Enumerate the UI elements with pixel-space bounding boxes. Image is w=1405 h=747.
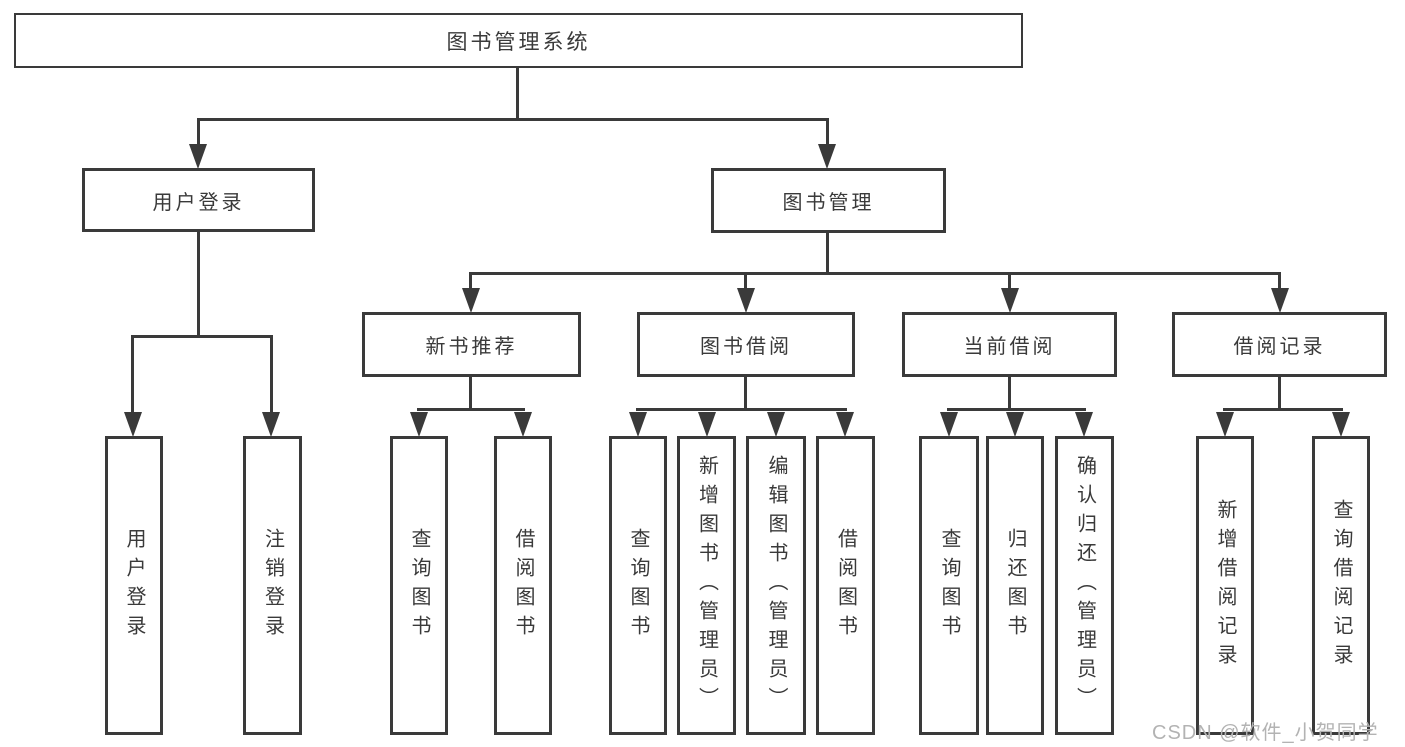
connector-line — [131, 335, 273, 338]
node-user-login: 用户登录 — [82, 168, 315, 232]
arrow-down-icon — [1271, 288, 1289, 313]
leaf-label: 用户登录 — [123, 527, 145, 644]
leaf-query-books-recommend: 查询图书 — [390, 436, 448, 735]
node-new-book-recommend: 新书推荐 — [362, 312, 581, 377]
arrow-down-icon — [629, 412, 647, 437]
connector-line — [516, 66, 519, 120]
leaf-label: 借阅图书 — [512, 527, 534, 644]
arrow-down-icon — [1075, 412, 1093, 437]
arrow-down-icon — [410, 412, 428, 437]
connector-line — [197, 118, 829, 121]
connector-line — [636, 408, 847, 411]
leaf-query-books-borrowing: 查询图书 — [609, 436, 667, 735]
connector-line — [469, 272, 472, 292]
leaf-label: 归还图书 — [1004, 527, 1026, 644]
leaf-add-borrow-record: 新增借阅记录 — [1196, 436, 1254, 735]
connector-line — [417, 408, 525, 411]
connector-line — [744, 272, 747, 292]
leaf-label: 编辑图书（管理员） — [765, 455, 787, 716]
arrow-down-icon — [1332, 412, 1350, 437]
arrow-down-icon — [1216, 412, 1234, 437]
leaf-label: 注销登录 — [261, 527, 284, 644]
leaf-label: 查询图书 — [938, 527, 960, 644]
arrow-down-icon — [836, 412, 854, 437]
node-current-borrowing: 当前借阅 — [902, 312, 1117, 377]
connector-line — [1278, 272, 1281, 292]
arrow-down-icon — [737, 288, 755, 313]
leaf-label: 借阅图书 — [834, 527, 857, 644]
connector-line — [947, 408, 1086, 411]
connector-line — [1223, 408, 1343, 411]
leaf-label: 新增借阅记录 — [1214, 498, 1236, 673]
leaf-edit-books-admin: 编辑图书（管理员） — [746, 436, 806, 735]
connector-line — [131, 335, 134, 414]
leaf-add-books-admin: 新增图书（管理员） — [677, 436, 736, 735]
connector-line — [744, 377, 747, 411]
leaf-label: 查询借阅记录 — [1330, 498, 1352, 673]
arrow-down-icon — [698, 412, 716, 437]
arrow-down-icon — [1001, 288, 1019, 313]
leaf-label: 查询图书 — [627, 527, 649, 644]
arrow-down-icon — [514, 412, 532, 437]
arrow-down-icon — [462, 288, 480, 313]
connector-line — [197, 118, 200, 152]
arrow-down-icon — [767, 412, 785, 437]
leaf-confirm-return-admin: 确认归还（管理员） — [1055, 436, 1114, 735]
arrow-down-icon — [262, 412, 280, 437]
arrow-down-icon — [1006, 412, 1024, 437]
arrow-down-icon — [124, 412, 142, 437]
connector-line — [1008, 377, 1011, 411]
leaf-user-login: 用户登录 — [105, 436, 163, 735]
leaf-query-borrow-record: 查询借阅记录 — [1312, 436, 1370, 735]
connector-line — [1278, 377, 1281, 411]
leaf-return-books: 归还图书 — [986, 436, 1044, 735]
connector-line — [1008, 272, 1011, 292]
csdn-watermark: CSDN @软件_小贺同学 — [1152, 722, 1379, 744]
node-book-management: 图书管理 — [711, 168, 946, 233]
leaf-borrow-books-recommend: 借阅图书 — [494, 436, 552, 735]
arrow-down-icon — [189, 144, 207, 169]
connector-line — [826, 233, 829, 275]
connector-line — [469, 377, 472, 411]
arrow-down-icon — [940, 412, 958, 437]
leaf-query-books-current: 查询图书 — [919, 436, 979, 735]
leaf-borrow-books-borrowing: 借阅图书 — [816, 436, 875, 735]
connector-line — [270, 335, 273, 414]
leaf-logout: 注销登录 — [243, 436, 302, 735]
leaf-label: 确认归还（管理员） — [1073, 455, 1096, 716]
node-borrow-records: 借阅记录 — [1172, 312, 1387, 377]
node-root-system: 图书管理系统 — [14, 13, 1023, 68]
node-book-borrowing: 图书借阅 — [637, 312, 855, 377]
connector-line — [197, 232, 200, 338]
arrow-down-icon — [818, 144, 836, 169]
leaf-label: 新增图书（管理员） — [695, 455, 718, 716]
leaf-label: 查询图书 — [408, 527, 430, 644]
connector-line — [469, 272, 1281, 275]
connector-line — [826, 118, 829, 152]
